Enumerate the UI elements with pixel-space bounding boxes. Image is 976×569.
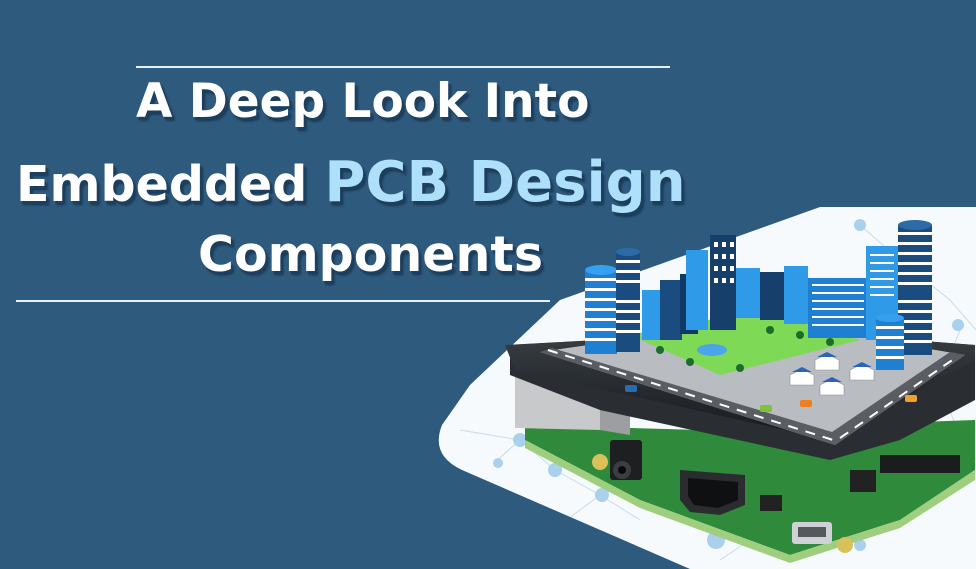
title-rule-top [136, 66, 670, 68]
title-line-1: A Deep Look Into [136, 74, 590, 129]
hdmi-port-icon [680, 470, 745, 515]
title-line-2-prefix: Embedded [16, 156, 325, 213]
audio-jack-icon [610, 440, 642, 480]
title-rule-bottom [16, 300, 550, 302]
title-accent-pcb-design: PCB Design [324, 150, 686, 215]
city-buildings [585, 220, 932, 370]
title-line-2: Embedded PCB Design [16, 150, 686, 215]
round-tower [585, 265, 617, 354]
micro-usb-port-icon [792, 522, 832, 544]
title-line-3: Components [198, 226, 544, 283]
